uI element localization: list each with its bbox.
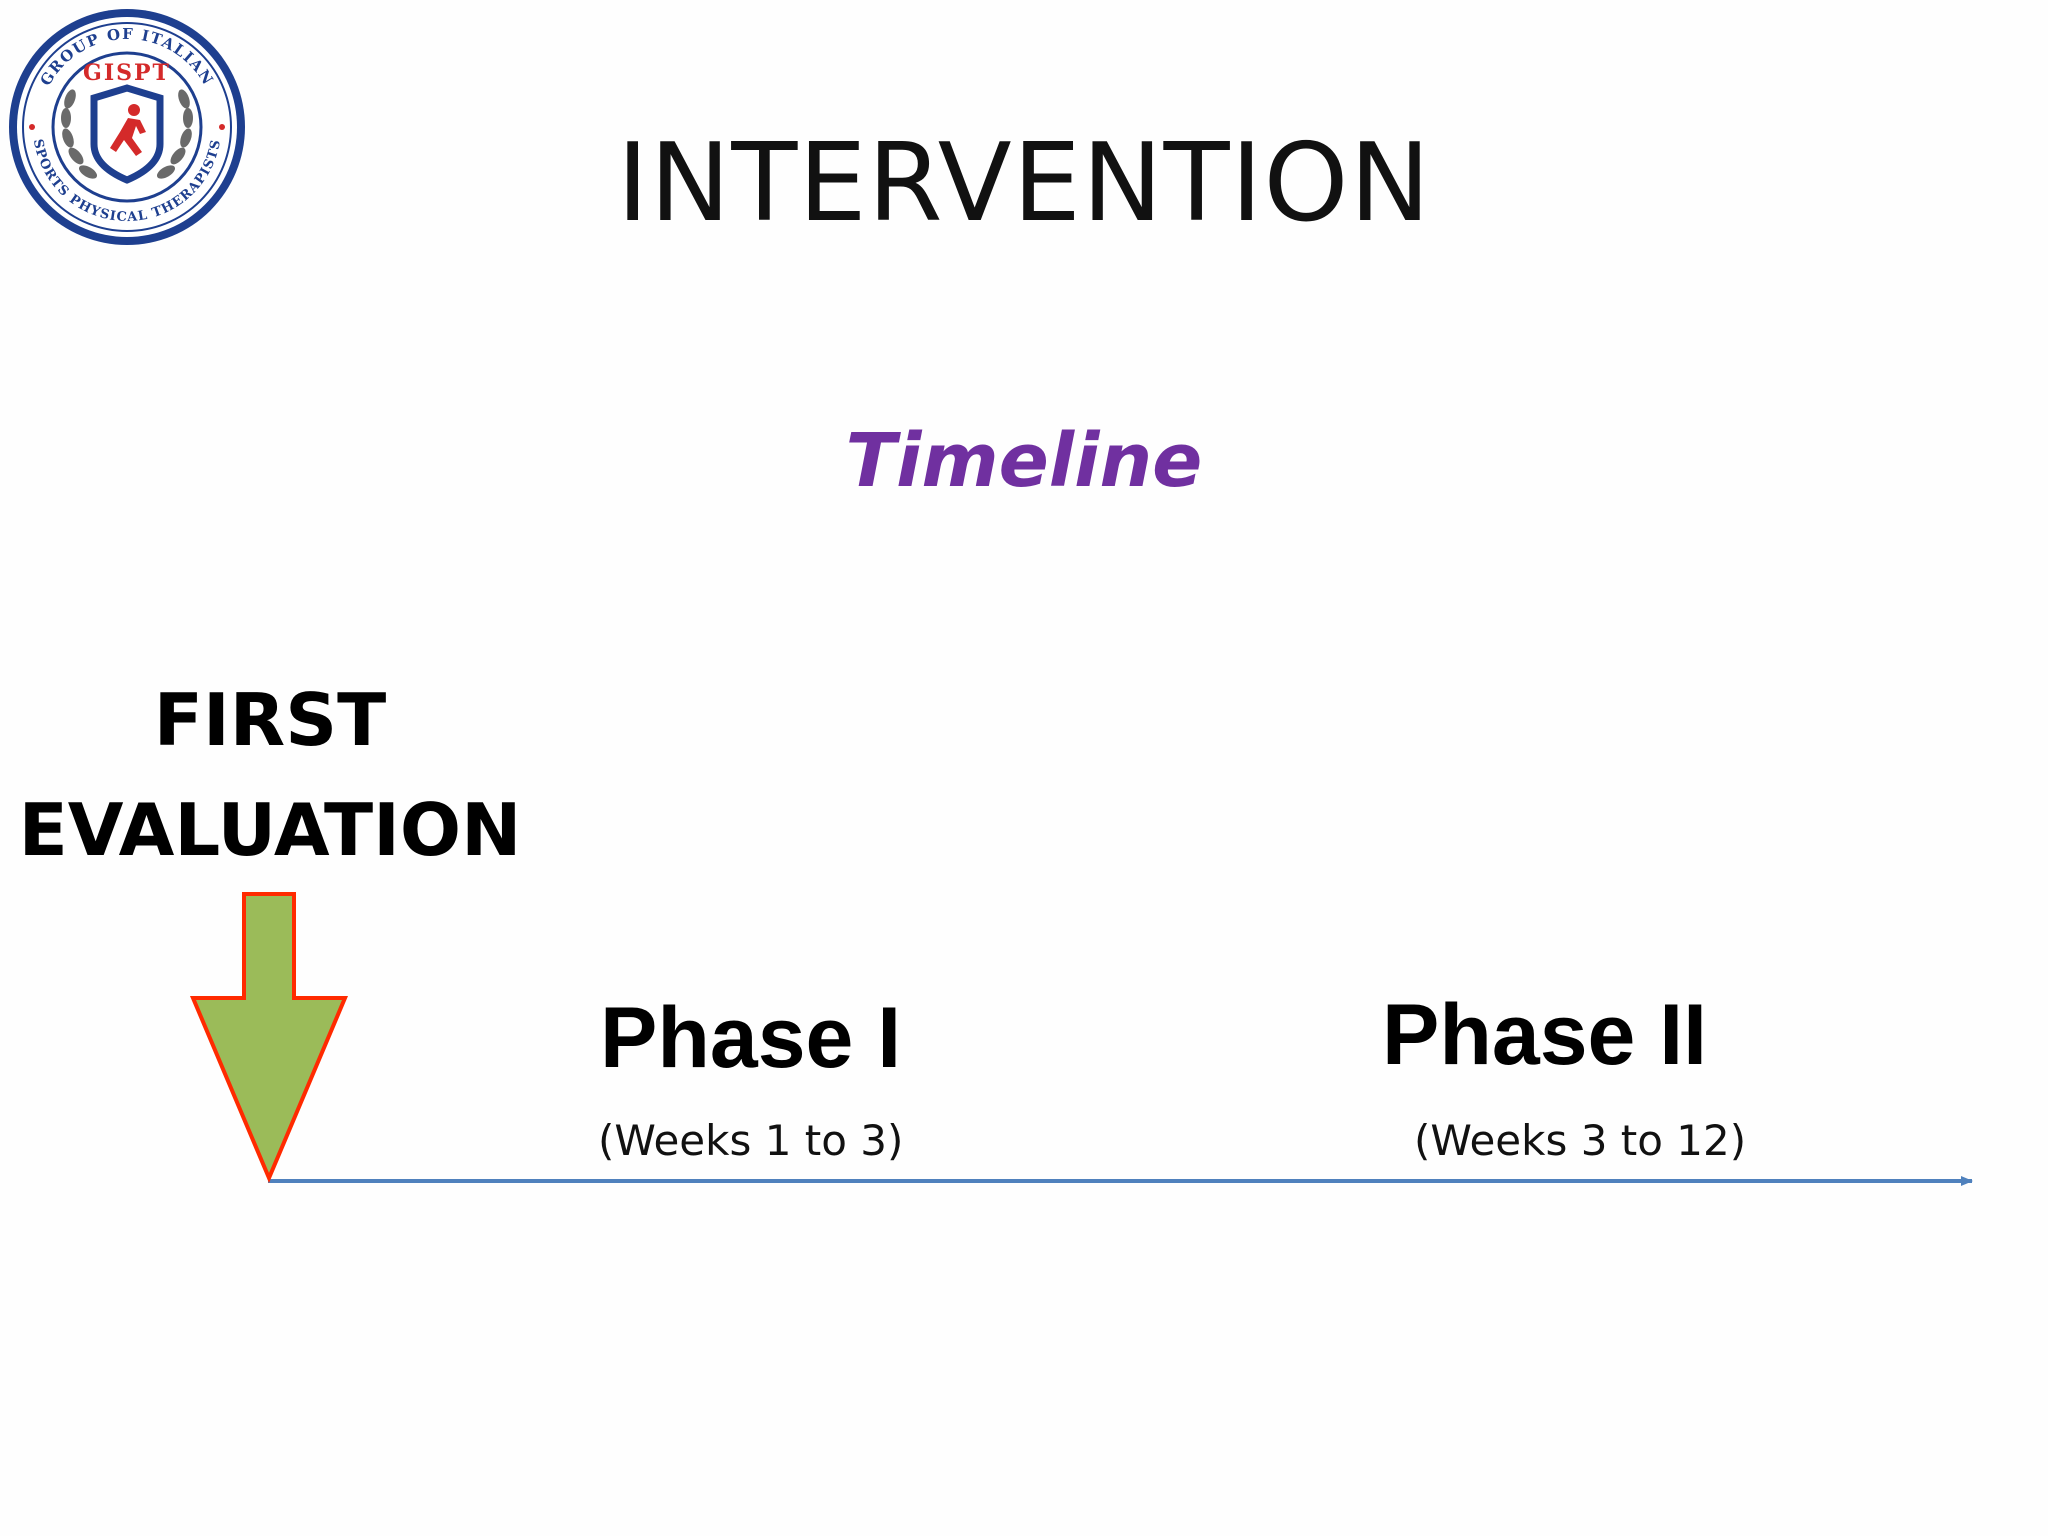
phase-2-label: Phase II (1382, 987, 1708, 1083)
phase-1-label: Phase I (600, 990, 902, 1086)
slide-title: INTERVENTION (616, 121, 1432, 246)
phase-2-weeks: (Weeks 3 to 12) (1414, 1116, 1747, 1165)
first-evaluation-line-2: EVALUATION (18, 788, 522, 872)
logo-badge-text: GISPT (83, 60, 171, 86)
laurel-icon (61, 89, 193, 179)
down-arrow-icon (189, 892, 349, 1184)
slide-subtitle: Timeline (845, 418, 1203, 504)
runner-icon (110, 104, 146, 156)
phase-1-weeks: (Weeks 1 to 3) (598, 1116, 904, 1165)
first-evaluation-line-1: FIRST (153, 678, 387, 762)
gispt-logo: GROUP OF ITALIAN SPORTS PHYSICAL THERAPI… (9, 9, 245, 245)
